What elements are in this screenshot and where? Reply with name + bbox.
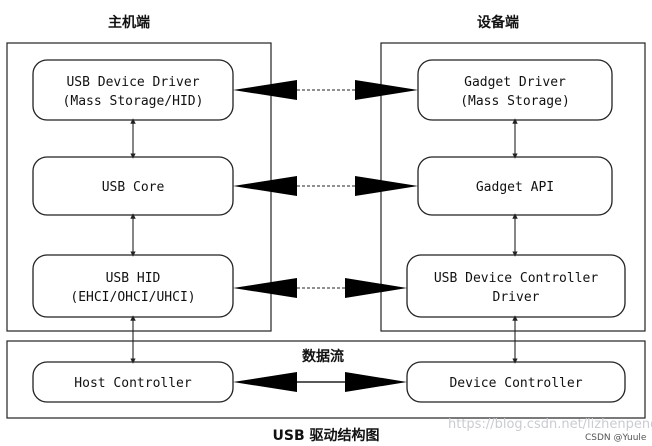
gadget-driver-label: Gadget Driver xyxy=(464,75,566,90)
core-level-arrow xyxy=(233,176,418,196)
gadget-driver-sublabel: (Mass Storage) xyxy=(460,94,570,109)
usb-device-driver-label: USB Device Driver xyxy=(66,75,199,90)
usb-hid-box xyxy=(32,254,234,318)
usb-hid-sublabel: (EHCI/OHCI/UHCI) xyxy=(70,290,195,305)
gadget-driver-box xyxy=(417,59,613,121)
credit-text: CSDN @Yuule xyxy=(585,433,647,443)
host-side-heading: 主机端 xyxy=(108,14,150,31)
host-controller-label: Host Controller xyxy=(74,376,192,391)
usb-device-driver-box xyxy=(32,59,234,121)
dataflow-frame xyxy=(6,340,646,419)
diagram-caption: USB 驱动结构图 xyxy=(273,427,380,444)
usb-device-controller-driver-sublabel: Driver xyxy=(493,290,540,305)
usb-device-driver-sublabel: (Mass Storage/HID) xyxy=(63,94,204,109)
device-side-heading: 设备端 xyxy=(477,14,519,31)
dataflow-heading: 数据流 xyxy=(302,348,344,365)
driver-level-arrow xyxy=(233,80,418,100)
watermark-text: https://blog.csdn.net/lizhenpeng xyxy=(448,417,652,432)
usb-device-controller-driver-label: USB Device Controller xyxy=(434,271,599,286)
usb-core-label: USB Core xyxy=(102,180,165,195)
device-controller-label: Device Controller xyxy=(449,376,582,391)
usb-hid-label: USB HID xyxy=(106,271,161,286)
hardware-level-arrow xyxy=(233,372,407,392)
gadget-api-label: Gadget API xyxy=(476,180,554,195)
controller-driver-level-arrow xyxy=(233,278,407,298)
usb-device-controller-driver-box xyxy=(406,254,626,318)
